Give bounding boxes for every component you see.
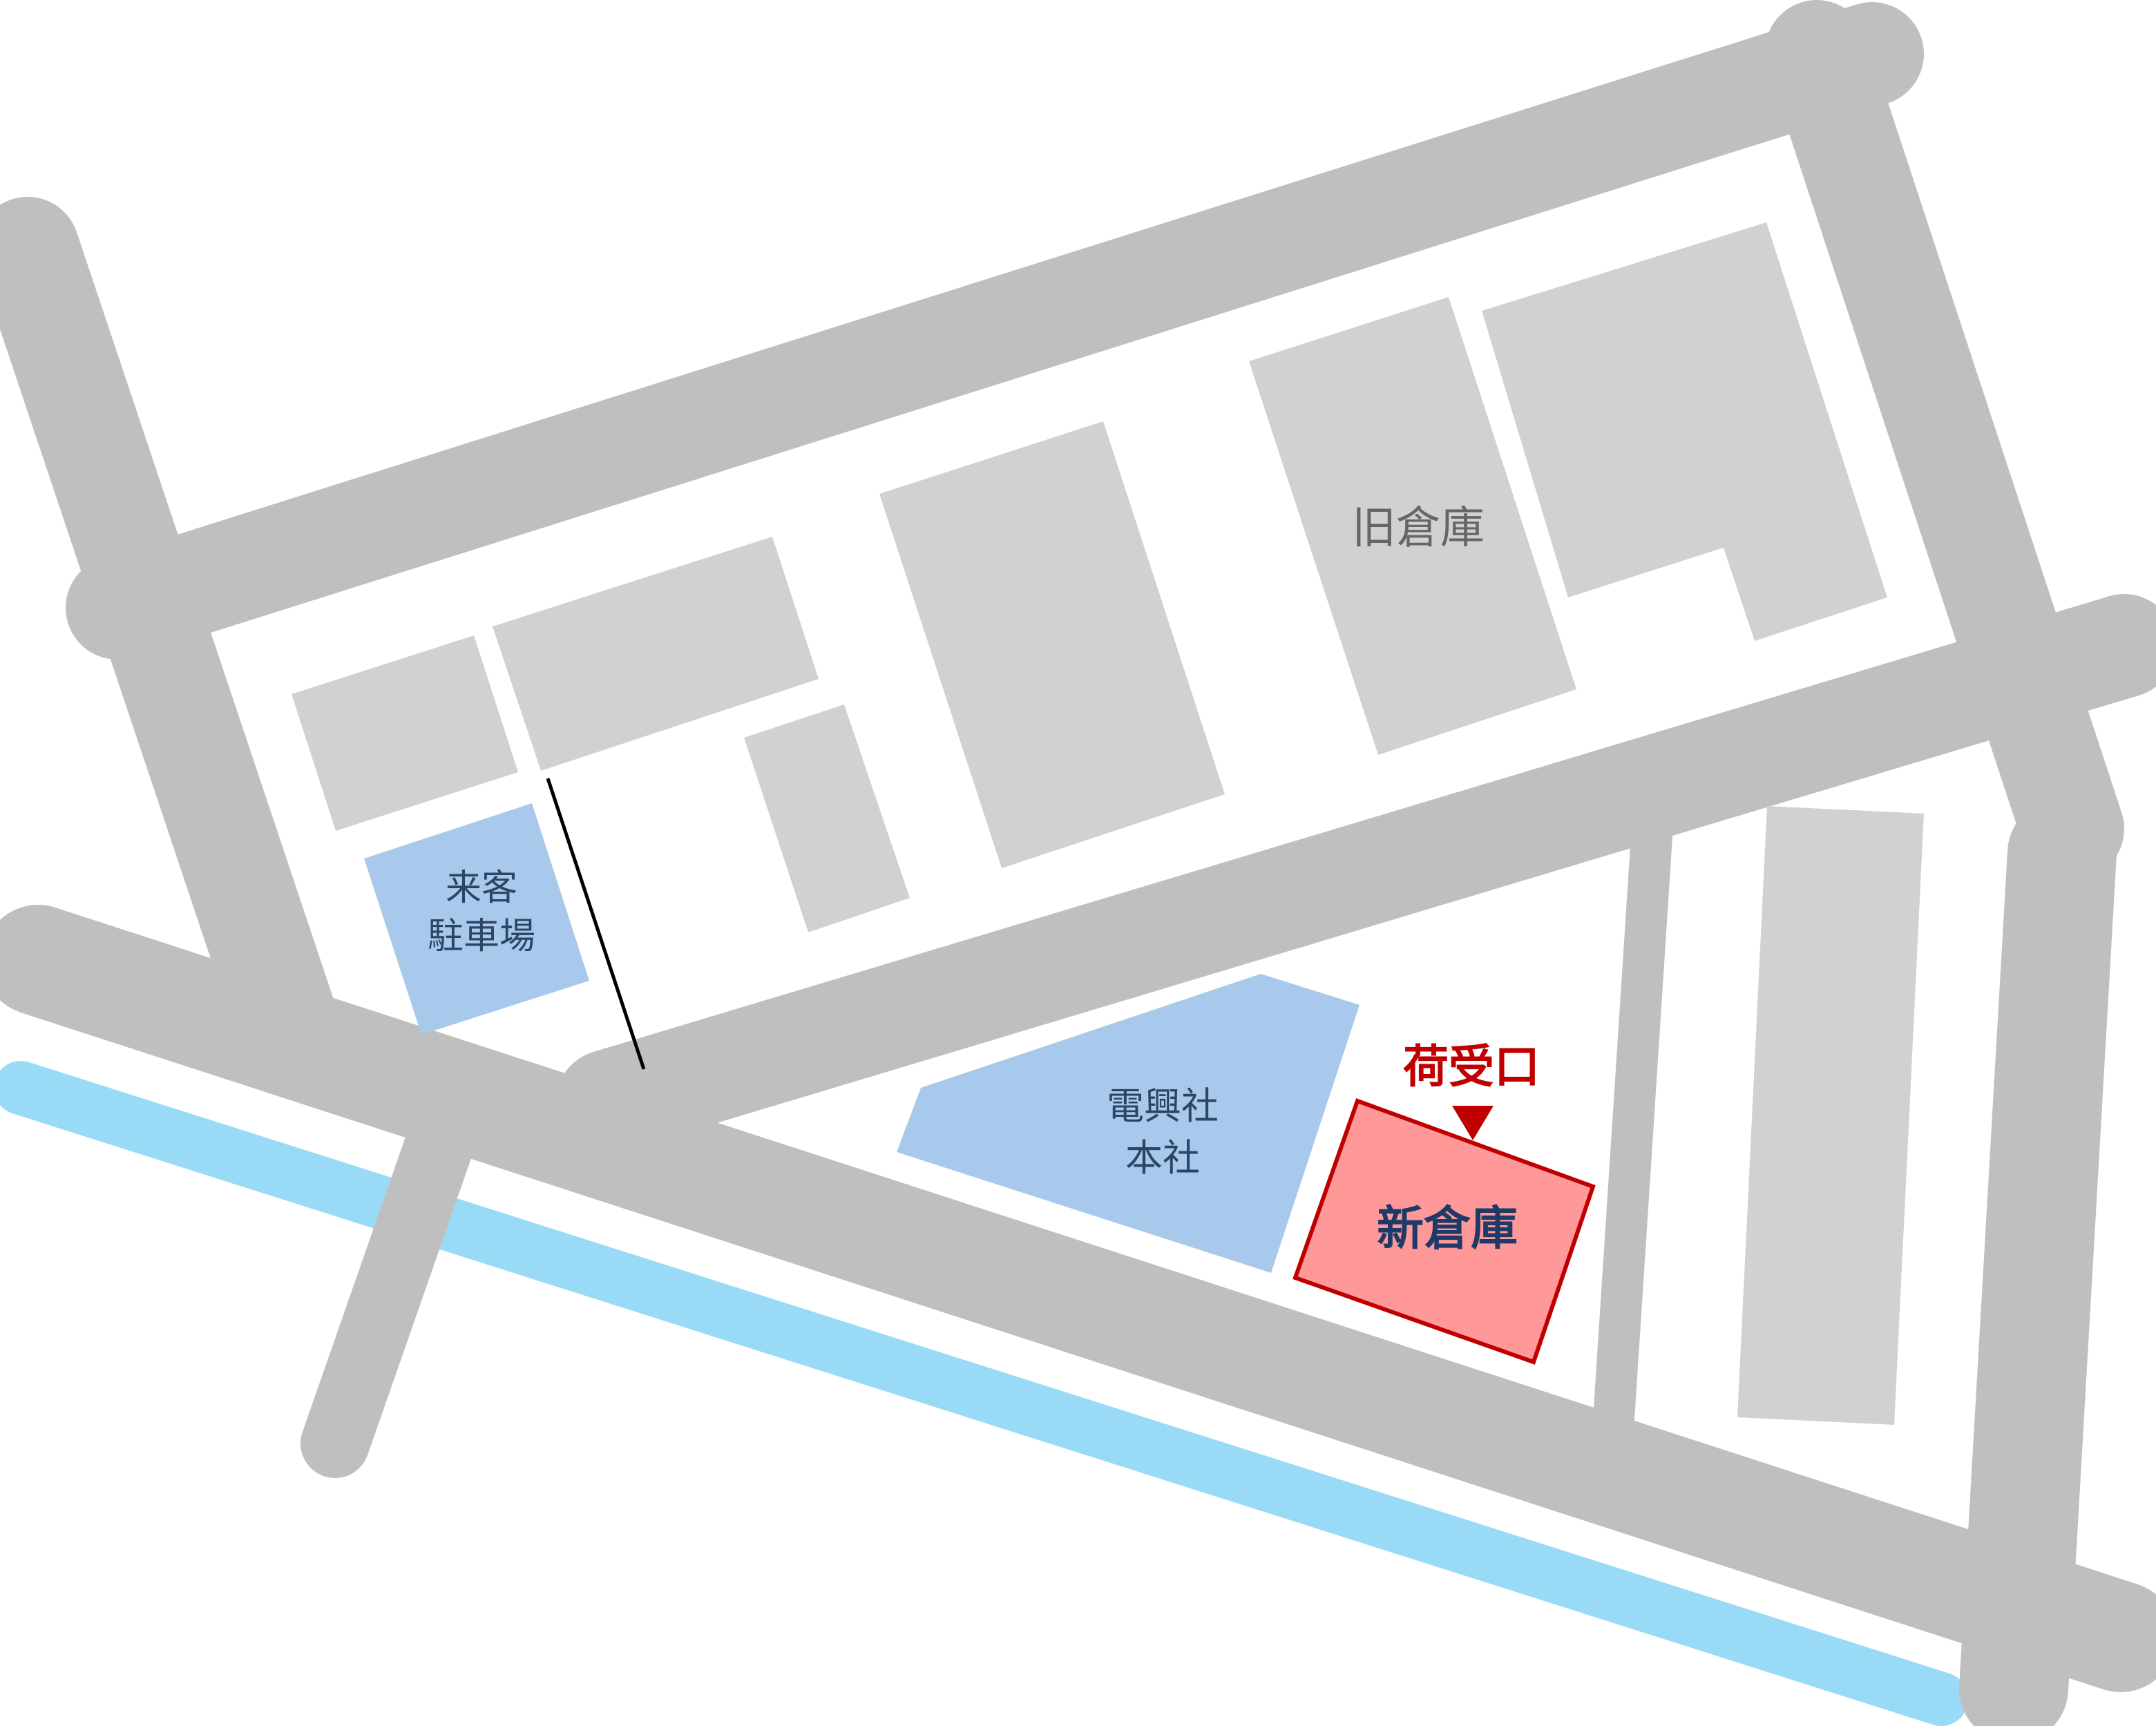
new-warehouse-label: 新倉庫 (1377, 1202, 1518, 1256)
building-west-long (493, 537, 819, 771)
visitor-parking-label-line1: 来客 (446, 867, 517, 909)
building-central-small (744, 704, 910, 932)
building-northeast-lshape (1482, 222, 1887, 641)
hq-label-line1: 電興社 (1107, 1084, 1219, 1128)
building-central-tall (879, 421, 1225, 868)
road-north-diagonal (66, 2, 1924, 660)
buildings (292, 222, 1924, 1425)
hq-label-line2: 本社 (1125, 1136, 1200, 1180)
triangle-down-icon (1452, 1106, 1494, 1140)
loading-dock-label: 荷受口 (1403, 1040, 1540, 1093)
road-south-main (0, 905, 2156, 1692)
hq-area (897, 974, 1360, 1273)
building-old-warehouse (1249, 297, 1576, 755)
road-middle-diagonal (556, 594, 2156, 1153)
building-east-tall (1737, 806, 1924, 1425)
road-east-connector (1592, 774, 1675, 1450)
old-warehouse-label: 旧倉庫 (1352, 503, 1485, 554)
river (0, 1061, 1968, 1726)
road-southwest-branch (300, 1043, 497, 1478)
visitor-parking-area (364, 803, 589, 1035)
road-west-vertical (0, 197, 345, 1095)
visitor-parking-label-line2: 駐車場 (428, 916, 535, 957)
road-far-east-vertical (1959, 798, 2117, 1726)
building-west-small (292, 635, 518, 831)
new-warehouse (1292, 1098, 1596, 1365)
boundary-line (546, 778, 646, 1070)
